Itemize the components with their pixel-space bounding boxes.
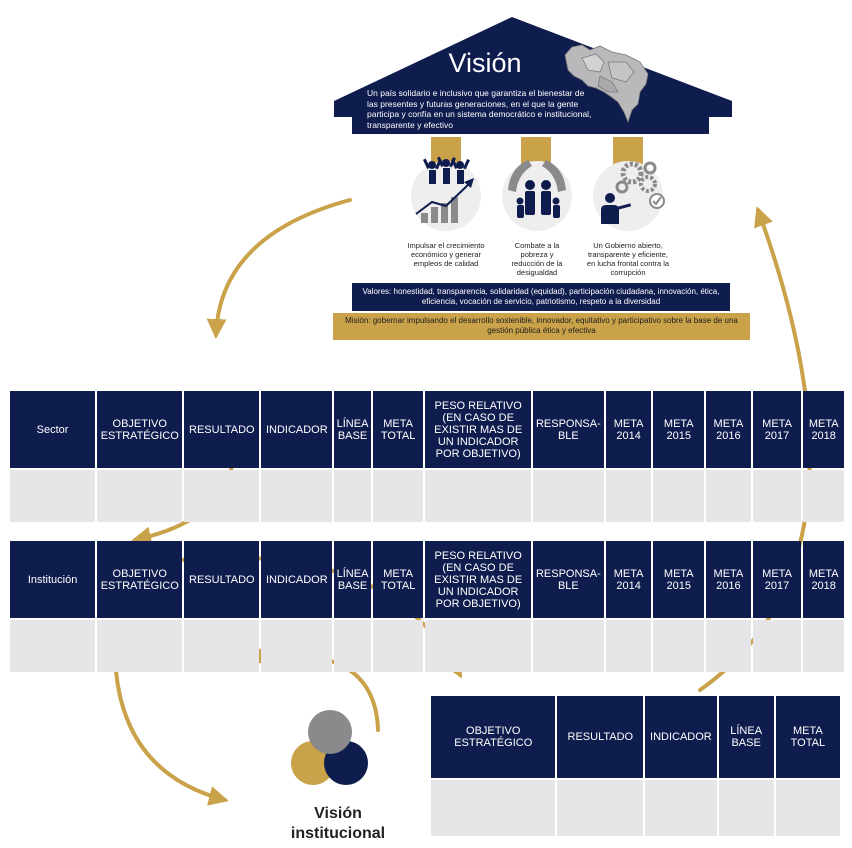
country-map-icon [564, 44, 649, 124]
sector-header-indicador: INDICADOR [261, 391, 333, 468]
table-cell [425, 470, 531, 522]
table-cell [10, 620, 96, 672]
table-cell [557, 780, 644, 836]
table-cell [184, 470, 260, 522]
mision-band [333, 313, 750, 340]
institucion-header-peso-relativo: PESO RELATIVO (EN CASO DE EXISTIR MAS DE… [425, 541, 531, 618]
table-cell [532, 470, 604, 522]
table-cell [645, 780, 717, 836]
values-band [352, 283, 730, 311]
arrow-house-to-sector [206, 198, 352, 339]
people-growth-icon [415, 156, 474, 223]
vision-institucional-icon [291, 710, 368, 785]
table-cell [653, 470, 705, 522]
table-cell [752, 470, 802, 522]
table-cell [752, 620, 802, 672]
table-cell [431, 780, 556, 836]
institucion-header-meta-2016: META 2016 [706, 541, 751, 618]
table-cell [334, 620, 371, 672]
institucion-header-responsable: RESPONSA-BLE [532, 541, 604, 618]
mision-text: Misión: gobernar impulsando el desarroll… [345, 316, 738, 335]
vision-title: Visión [448, 48, 522, 78]
sector-table: Sector OBJETIVO ESTRATÉGICO RESULTADO IN… [8, 389, 846, 524]
sector-header-meta-total: META TOTAL [372, 391, 424, 468]
values-text: Valores: honestidad, transparencia, soli… [362, 287, 720, 306]
sector-header-responsable: RESPONSA-BLE [532, 391, 604, 468]
table-cell [261, 620, 333, 672]
vision-description: Un país solidario e inclusivo que garant… [367, 88, 592, 130]
institucion-header-meta-2017: META 2017 [752, 541, 802, 618]
family-protection-icon [508, 160, 566, 218]
institucion-table: Institución OBJETIVO ESTRATÉGICO RESULTA… [8, 539, 846, 674]
institucion-header-meta-2015: META 2015 [653, 541, 705, 618]
table-cell [718, 780, 774, 836]
sector-header-linea-base: LÍNEA BASE [334, 391, 371, 468]
table-cell [372, 620, 424, 672]
sector-header-peso-relativo: PESO RELATIVO (EN CASO DE EXISTIR MAS DE… [425, 391, 531, 468]
sector-header-resultado: RESULTADO [184, 391, 260, 468]
institucion-header-institucion: Institución [10, 541, 96, 618]
table-cell [803, 620, 844, 672]
gears-government-icon [601, 161, 665, 224]
small-header-meta-total: META TOTAL [775, 696, 840, 778]
small-header-linea-base: LÍNEA BASE [718, 696, 774, 778]
table-cell [372, 470, 424, 522]
institucion-header-linea-base: LÍNEA BASE [334, 541, 371, 618]
table-cell [425, 620, 531, 672]
table-cell [706, 620, 751, 672]
sector-header-meta-2015: META 2015 [653, 391, 705, 468]
table-cell [10, 470, 96, 522]
table-cell [184, 620, 260, 672]
table-cell [605, 470, 652, 522]
sector-header-objetivo: OBJETIVO ESTRATÉGICO [97, 391, 183, 468]
small-header-objetivo: OBJETIVO ESTRATÉGICO [431, 696, 556, 778]
table-cell [97, 620, 183, 672]
pillar-3-label: Un Gobierno abierto, transparente y efic… [586, 241, 670, 277]
table-cell [653, 620, 705, 672]
institucional-small-table: OBJETIVO ESTRATÉGICO RESULTADO INDICADOR… [429, 694, 842, 838]
sector-header-meta-2014: META 2014 [605, 391, 652, 468]
table-cell [97, 470, 183, 522]
sector-empty-row [10, 470, 844, 522]
institucion-header-resultado: RESULTADO [184, 541, 260, 618]
sector-header-meta-2016: META 2016 [706, 391, 751, 468]
sector-header-meta-2017: META 2017 [752, 391, 802, 468]
institucion-header-objetivo: OBJETIVO ESTRATÉGICO [97, 541, 183, 618]
small-empty-row [431, 780, 840, 836]
table-cell [532, 620, 604, 672]
table-cell [706, 470, 751, 522]
institucion-header-meta-2018: META 2018 [803, 541, 844, 618]
institucion-header-meta-total: META TOTAL [372, 541, 424, 618]
pillar-1-label: Impulsar el crecimiento económico y gene… [407, 241, 485, 268]
pillar-2-label: Combate a la pobreza y reducción de la d… [511, 241, 563, 277]
table-cell [261, 470, 333, 522]
table-cell [803, 470, 844, 522]
institucion-empty-row [10, 620, 844, 672]
table-cell [605, 620, 652, 672]
sector-header-meta-2018: META 2018 [803, 391, 844, 468]
small-header-indicador: INDICADOR [645, 696, 717, 778]
small-header-resultado: RESULTADO [557, 696, 644, 778]
institucion-header-meta-2014: META 2014 [605, 541, 652, 618]
sector-header-sector: Sector [10, 391, 96, 468]
vision-institucional-label: Visión institucional [290, 805, 386, 842]
institucion-header-indicador: INDICADOR [261, 541, 333, 618]
table-cell [775, 780, 840, 836]
table-cell [334, 470, 371, 522]
